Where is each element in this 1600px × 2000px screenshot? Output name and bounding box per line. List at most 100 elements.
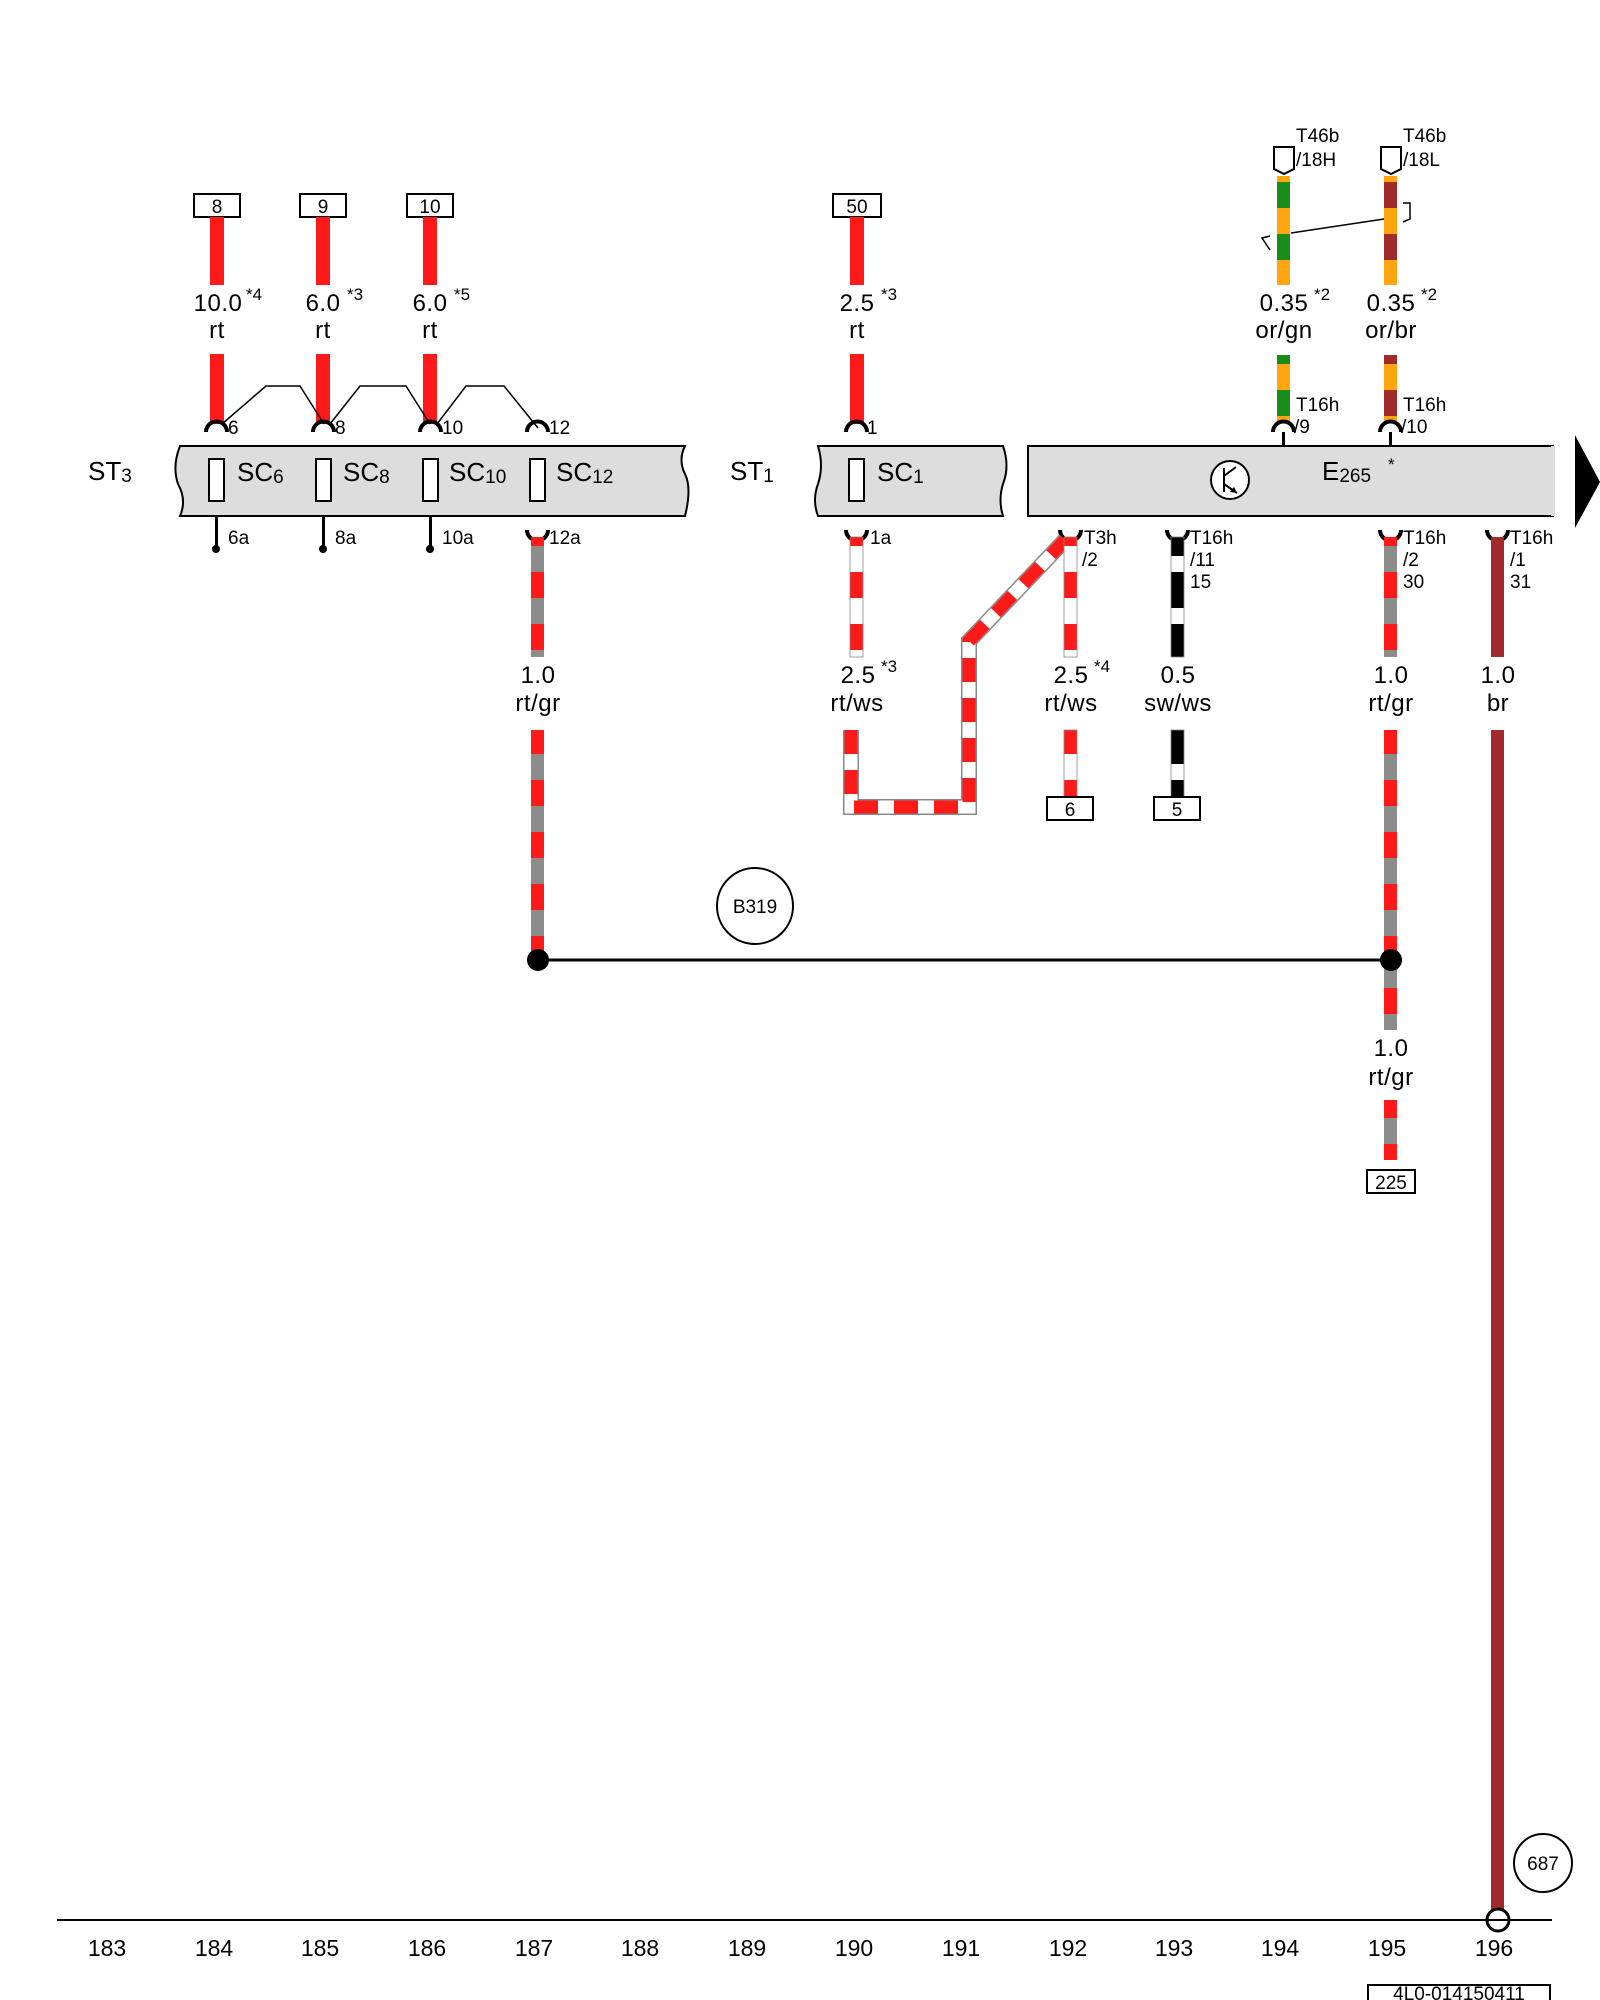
terminal-50: 50: [832, 193, 882, 218]
svg-text:SC8: SC8: [343, 457, 390, 488]
svg-text:10: 10: [419, 197, 440, 218]
svg-text:*4: *4: [246, 285, 262, 304]
column-number: 195: [1368, 1935, 1406, 1961]
svg-text:6: 6: [228, 418, 239, 439]
column-numbers: 183 184 185 186 187 188 189 190 191 192 …: [88, 1935, 1513, 1961]
column-number: 188: [621, 1935, 659, 1961]
svg-text:*2: *2: [1314, 285, 1330, 304]
svg-text:/9: /9: [1294, 417, 1310, 438]
fuse-sc8: 8 SC8 8a: [311, 418, 390, 553]
wire-195-225: 1.0 rt/gr: [1368, 1035, 1413, 1160]
svg-text:T16h: T16h: [1190, 528, 1233, 549]
svg-text:*3: *3: [347, 285, 363, 304]
svg-text:rt: rt: [209, 317, 225, 344]
svg-text:rt/ws: rt/ws: [1044, 690, 1097, 717]
e265-pin-top-10: T16h /10: [1378, 395, 1446, 446]
svg-text:*2: *2: [1421, 285, 1437, 304]
svg-text:rt: rt: [849, 317, 865, 344]
svg-text:rt/ws: rt/ws: [830, 690, 883, 717]
svg-text:1.0: 1.0: [521, 662, 556, 689]
column-number: 194: [1261, 1935, 1300, 1961]
svg-text:4L0-014150411: 4L0-014150411: [1393, 1984, 1525, 2000]
terminal-9: 9: [299, 193, 347, 218]
svg-text:T16h: T16h: [1510, 528, 1553, 549]
svg-text:rt/gr: rt/gr: [1368, 690, 1413, 717]
svg-text:1a: 1a: [870, 528, 892, 549]
svg-text:T46b: T46b: [1403, 126, 1446, 147]
svg-text:or/gn: or/gn: [1255, 317, 1312, 344]
svg-text:10.0: 10.0: [194, 290, 243, 317]
svg-text:/10: /10: [1401, 417, 1427, 438]
column-number: 196: [1475, 1935, 1513, 1961]
svg-text:/18H: /18H: [1296, 150, 1336, 171]
jumper-bridge: [221, 385, 325, 425]
e265-control-unit: E265 *: [1027, 445, 1555, 517]
splice-b319: B319: [527, 867, 1402, 971]
wire-195-top: 0.35 *2 or/br: [1365, 176, 1437, 423]
column-number: 193: [1155, 1935, 1193, 1961]
svg-text:1.0: 1.0: [1374, 662, 1409, 689]
svg-text:0.35: 0.35: [1260, 290, 1309, 317]
svg-text:/18L: /18L: [1403, 150, 1440, 171]
terminal-8: 8: [193, 193, 241, 218]
fuse-sc10: 10 SC10 10a: [418, 418, 506, 553]
svg-text:rt/gr: rt/gr: [515, 690, 560, 717]
svg-text:*3: *3: [881, 657, 897, 676]
column-number: 185: [301, 1935, 339, 1961]
wire-193-bottom: 0.5 sw/ws: [1144, 536, 1212, 801]
svg-text:rt: rt: [422, 317, 438, 344]
svg-text:6.0: 6.0: [306, 290, 341, 317]
fuse-sc6: 6 SC6 6a: [204, 418, 284, 553]
svg-text:8: 8: [212, 197, 223, 218]
svg-text:/11: /11: [1190, 550, 1215, 571]
svg-text:*: *: [1388, 455, 1395, 474]
svg-text:sw/ws: sw/ws: [1144, 690, 1212, 717]
svg-text:/2: /2: [1082, 550, 1098, 571]
svg-text:rt: rt: [315, 317, 331, 344]
svg-text:12: 12: [549, 418, 570, 439]
svg-text:br: br: [1487, 690, 1509, 717]
column-number: 186: [408, 1935, 446, 1961]
jumper-bridge: [329, 385, 431, 425]
t46b-18h: T46b /18H: [1273, 126, 1339, 176]
svg-text:0.35: 0.35: [1367, 290, 1416, 317]
column-number: 187: [515, 1935, 553, 1961]
svg-text:2.5: 2.5: [840, 290, 875, 317]
svg-text:SC10: SC10: [449, 457, 506, 488]
wire-194-top: 0.35 *2 or/gn: [1255, 176, 1330, 423]
svg-text:SC6: SC6: [237, 457, 284, 488]
svg-text:1: 1: [867, 418, 878, 439]
svg-text:5: 5: [1172, 800, 1183, 821]
svg-text:12a: 12a: [549, 528, 581, 549]
st3-label: ST3: [88, 456, 132, 487]
e265-pin-t3h-2: T3h /2: [1058, 528, 1117, 571]
svg-text:15: 15: [1190, 572, 1211, 593]
svg-text:/1: /1: [1510, 550, 1526, 571]
svg-text:10: 10: [442, 418, 463, 439]
svg-text:/2: /2: [1403, 550, 1419, 571]
st1-fuse-holder: ST1: [730, 445, 1008, 517]
svg-text:*3: *3: [881, 285, 897, 304]
svg-text:8: 8: [335, 418, 346, 439]
svg-text:6a: 6a: [228, 528, 250, 549]
column-number: 189: [728, 1935, 766, 1961]
svg-text:225: 225: [1375, 1173, 1407, 1194]
document-id: 4L0-014150411: [1367, 1984, 1551, 2000]
svg-text:T16h: T16h: [1296, 395, 1339, 416]
svg-text:T3h: T3h: [1084, 528, 1117, 549]
terminal-6: 6: [1046, 796, 1094, 821]
column-number: 183: [88, 1935, 126, 1961]
svg-text:6.0: 6.0: [413, 290, 448, 317]
svg-text:1.0: 1.0: [1374, 1035, 1409, 1062]
fuse-sc1: 1 SC1 1a: [844, 418, 924, 549]
terminal-10: 10: [406, 193, 454, 218]
svg-text:SC12: SC12: [556, 457, 613, 488]
svg-text:0.5: 0.5: [1161, 662, 1196, 689]
svg-text:30: 30: [1403, 572, 1424, 593]
column-number: 190: [835, 1935, 873, 1961]
svg-text:rt/gr: rt/gr: [1368, 1064, 1413, 1091]
svg-text:T16h: T16h: [1403, 528, 1446, 549]
svg-text:50: 50: [846, 197, 867, 218]
jumper-bridge: [436, 385, 539, 429]
svg-text:2.5: 2.5: [841, 662, 876, 689]
